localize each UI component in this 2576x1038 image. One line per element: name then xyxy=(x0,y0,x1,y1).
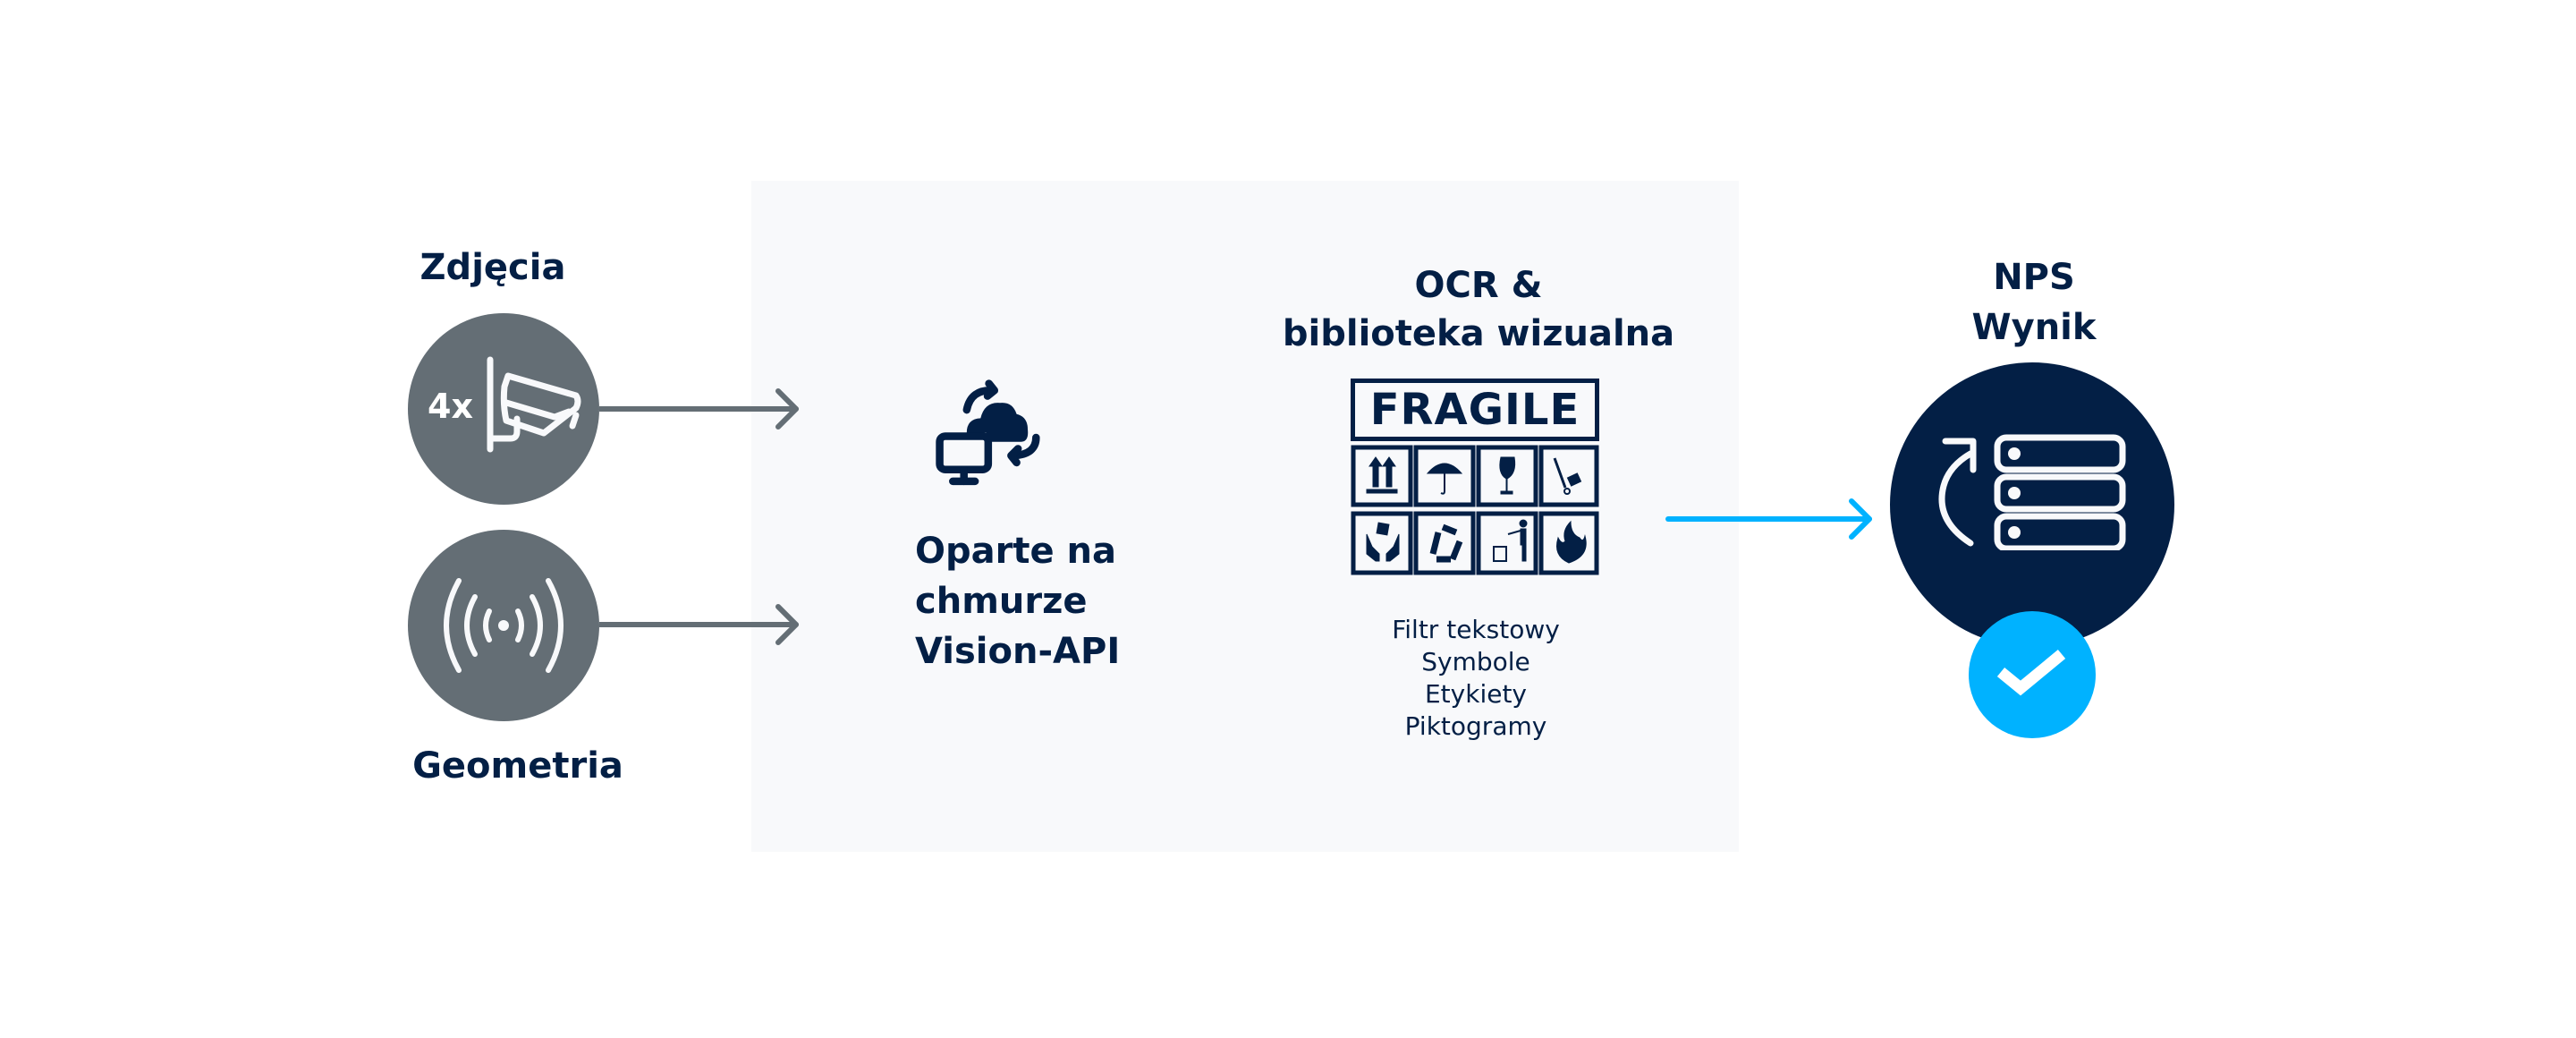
feature-item: Piktogramy xyxy=(1404,711,1547,741)
symbol-grid xyxy=(1351,445,1599,579)
hand-truck-icon xyxy=(1553,457,1582,495)
cloud-label-line: Vision-API xyxy=(915,631,1121,672)
input-arrows xyxy=(599,388,799,645)
security-camera-icon xyxy=(487,356,581,453)
cloud-label: Oparte na chmurze Vision-API xyxy=(915,526,1120,676)
fragile-label: FRAGILE xyxy=(1351,379,1599,441)
arrow-right-icon xyxy=(599,388,799,430)
photos-title: Zdjęcia xyxy=(419,247,566,288)
feature-item: Symbole xyxy=(1421,647,1530,676)
ocr-title-line: biblioteka wizualna xyxy=(1282,313,1675,354)
camera-count-badge: 4x xyxy=(428,387,473,426)
this-way-up-icon xyxy=(1366,456,1398,494)
processing-panel xyxy=(751,181,1739,852)
output-arrow-icon xyxy=(1665,498,1872,540)
flame-icon xyxy=(1556,520,1587,564)
server-refresh-icon xyxy=(1938,434,2126,550)
handle-with-care-icon xyxy=(1366,522,1400,562)
geometry-title: Geometria xyxy=(412,745,623,787)
output-title-line: NPS xyxy=(1993,257,2075,298)
ocr-feature-list: Filtr tekstowy Symbole Etykiety Piktogra… xyxy=(1392,614,1560,743)
check-icon xyxy=(1996,649,2066,696)
ocr-title: OCR & biblioteka wizualna xyxy=(1283,261,1674,358)
cloud-label-line: chmurze xyxy=(915,581,1088,622)
recycle-icon xyxy=(1429,523,1463,563)
arrow-right-icon xyxy=(599,604,799,645)
output-title-line: Wynik xyxy=(1971,307,2097,348)
umbrella-icon xyxy=(1426,463,1463,495)
output-node xyxy=(1890,362,2174,647)
cloud-sync-icon xyxy=(936,379,1040,486)
dispose-properly-icon xyxy=(1493,519,1528,562)
photos-node: 4x xyxy=(408,313,599,505)
feature-item: Filtr tekstowy xyxy=(1392,615,1560,644)
geometry-node xyxy=(408,530,599,721)
ocr-title-line: OCR & xyxy=(1414,265,1543,306)
feature-item: Etykiety xyxy=(1424,679,1528,709)
success-badge xyxy=(1969,611,2096,738)
cloud-label-line: Oparte na xyxy=(915,531,1116,572)
signal-waves-icon xyxy=(444,578,564,673)
output-title: NPS Wynik xyxy=(1972,252,2097,353)
fragile-glass-icon xyxy=(1499,456,1516,495)
